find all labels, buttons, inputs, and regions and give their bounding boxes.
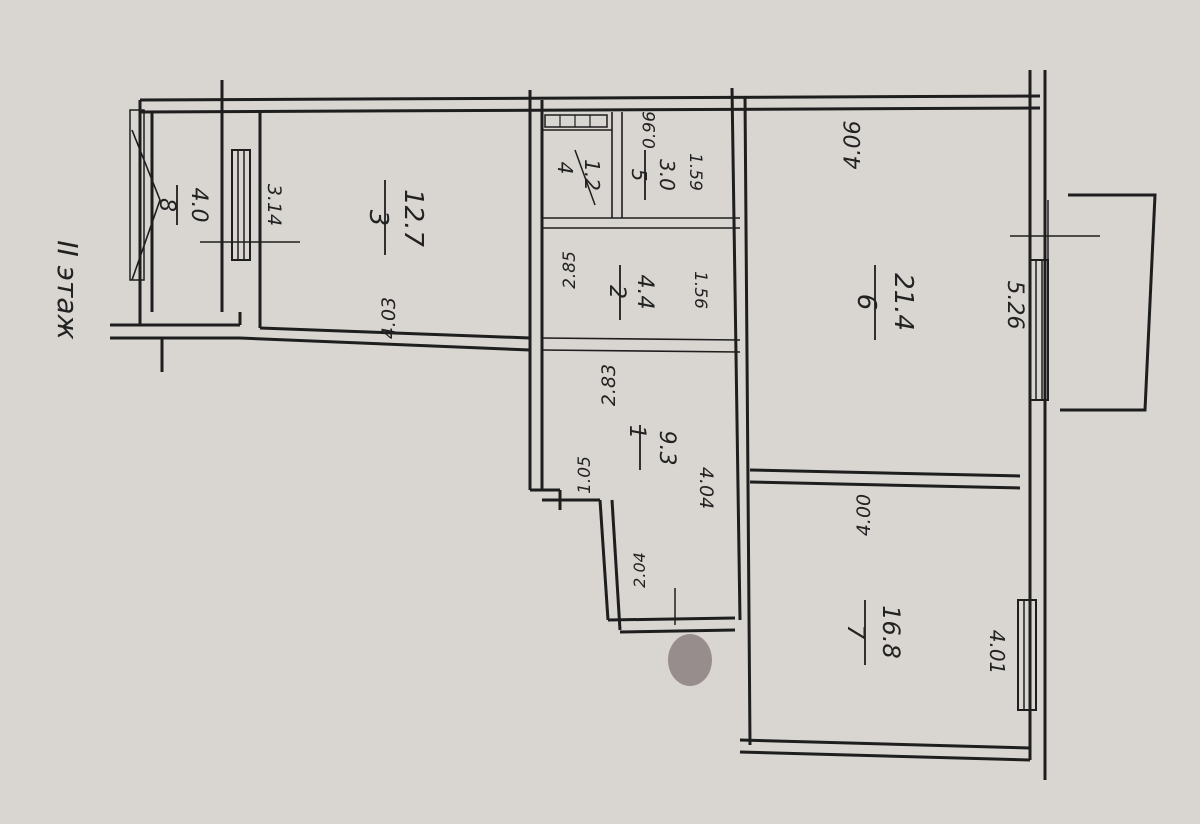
room-1-area: 9.3 <box>654 431 679 466</box>
room-3-area: 12.7 <box>398 189 428 247</box>
dim-1-05: 1.05 <box>575 456 595 494</box>
floor-label: II этаж <box>51 240 84 339</box>
dim-0-96: 0.96 <box>640 111 660 149</box>
room-2-area: 4.4 <box>632 275 657 310</box>
dim-4-00: 4.00 <box>853 494 875 536</box>
room-8-number: 8 <box>154 198 179 212</box>
room-6-number: 6 <box>851 294 881 311</box>
room-5-number: 5 <box>627 169 651 182</box>
dim-3-14: 3.14 <box>263 184 285 226</box>
dim-4-03: 4.03 <box>378 297 400 339</box>
dim-2-83: 2.83 <box>598 364 620 406</box>
dim-4-01: 4.01 <box>985 630 1009 675</box>
room-4-area: 1.2 <box>580 159 604 191</box>
dim-2-04: 2.04 <box>630 552 649 588</box>
walls <box>110 70 1157 780</box>
dimension-lines <box>200 149 1100 625</box>
room-7-area: 16.8 <box>877 605 905 658</box>
room-5-area: 3.0 <box>655 159 679 191</box>
dim-5-26: 5.26 <box>1002 281 1027 330</box>
blurred-mark <box>668 634 712 686</box>
dim-1-56: 1.56 <box>690 271 710 309</box>
windows <box>129 109 1049 711</box>
dim-4-06: 4.06 <box>841 121 866 170</box>
dim-4-04: 4.04 <box>695 467 717 509</box>
dim-1-59: 1.59 <box>685 153 705 191</box>
dim-2-85: 2.85 <box>560 251 580 289</box>
room-8-area: 4.0 <box>186 188 211 223</box>
room-4-number: 4 <box>553 162 577 175</box>
fraction-bars <box>176 150 876 665</box>
room-6-area: 21.4 <box>888 273 918 331</box>
room-1-number: 1 <box>624 425 649 439</box>
room-7-number: 7 <box>842 624 870 640</box>
room-2-number: 2 <box>604 285 629 299</box>
room-3-number: 3 <box>363 210 393 227</box>
